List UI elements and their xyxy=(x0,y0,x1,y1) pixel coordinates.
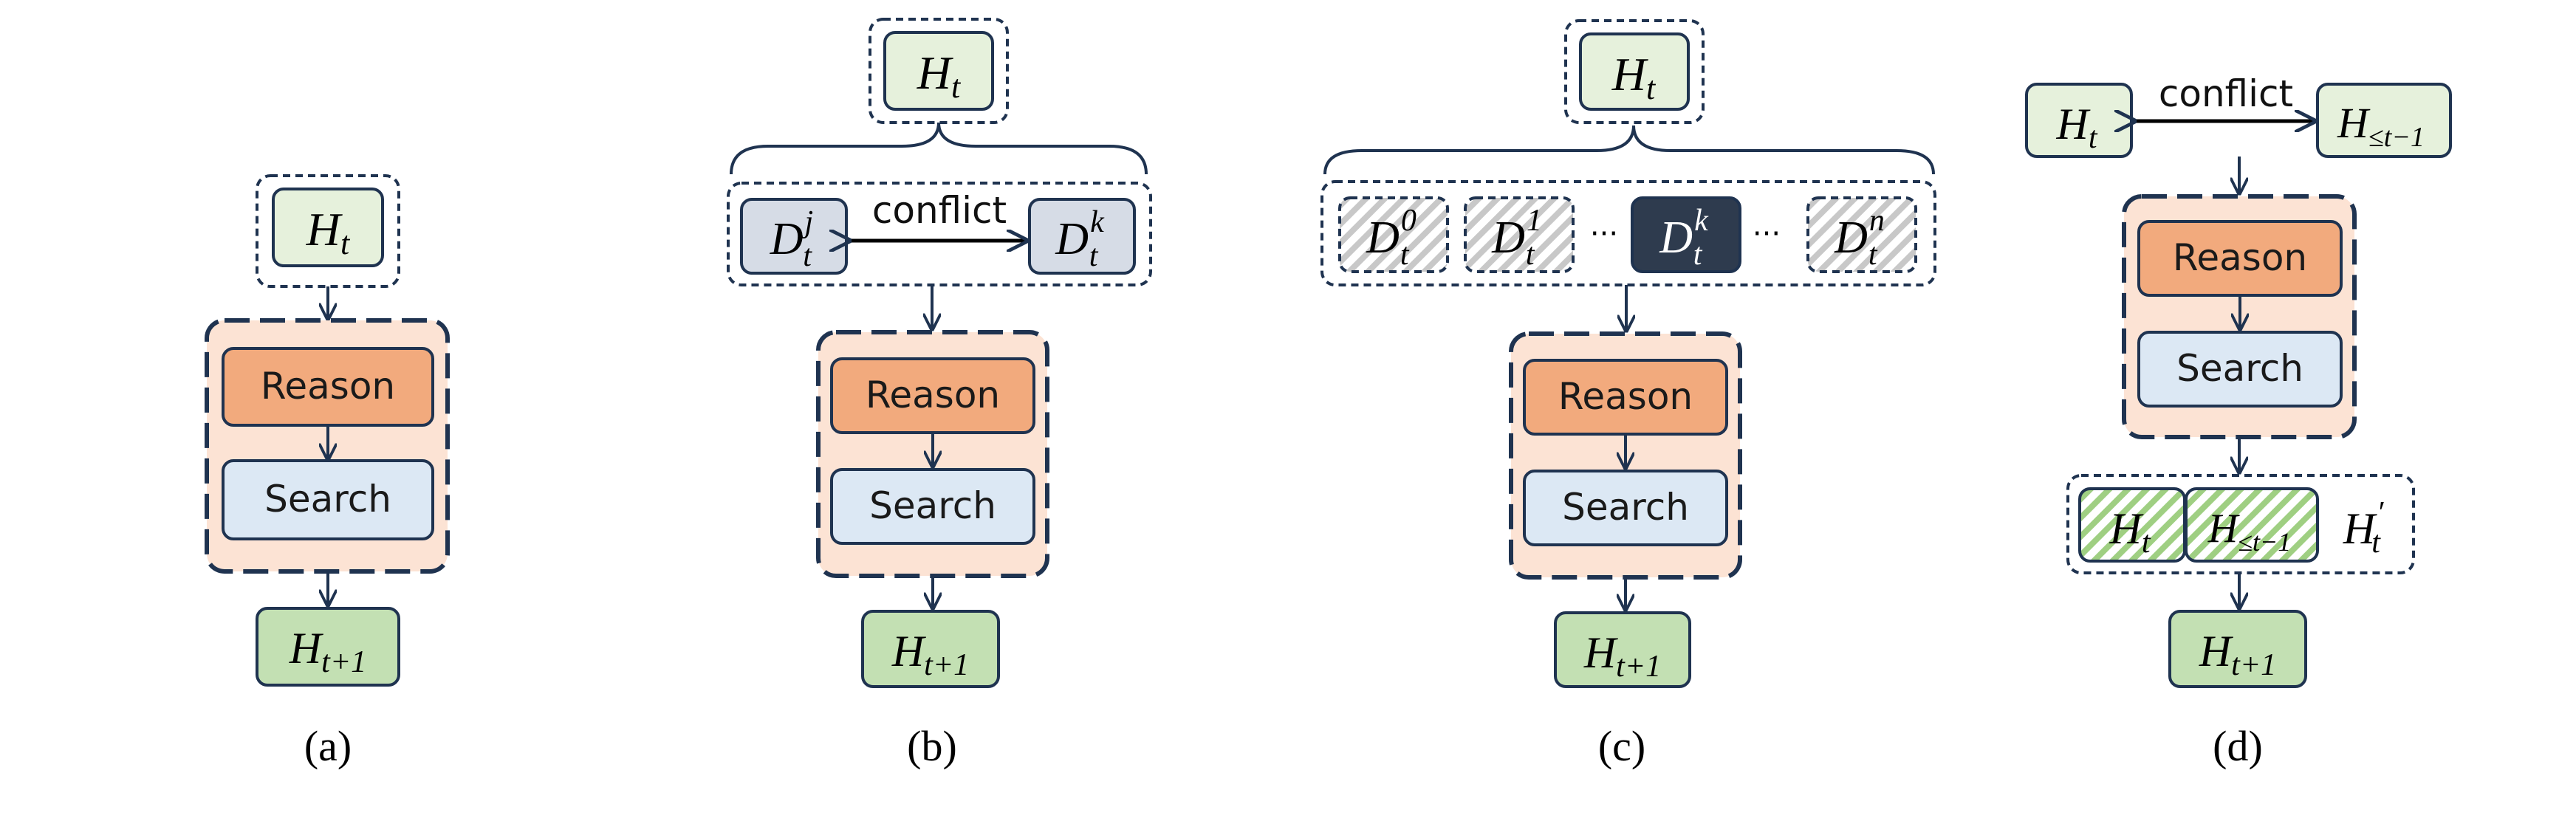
next-state-label: Ht+1 xyxy=(289,624,366,679)
panel-c-caption: (c) xyxy=(1598,722,1645,770)
ellipsis: ··· xyxy=(1753,217,1781,251)
document-0-box xyxy=(1338,196,1449,273)
panel-d: Ht H≤t−1 conflict Reason Search Ht H≤t−1… xyxy=(2025,72,2452,770)
search-label: Search xyxy=(264,478,391,520)
merged-previous-box xyxy=(2185,487,2319,563)
reason-label: Reason xyxy=(261,365,395,408)
ellipsis: ··· xyxy=(1590,217,1618,251)
panel-d-caption: (d) xyxy=(2213,722,2263,770)
document-1-box xyxy=(1464,196,1575,273)
panel-a-caption: (a) xyxy=(304,722,352,770)
reason-label: Reason xyxy=(2173,236,2307,279)
next-state-box xyxy=(861,610,1000,688)
previous-states-box xyxy=(2316,83,2452,158)
updated-state-label: H′t xyxy=(2343,496,2384,560)
hidden-state-label: Ht xyxy=(917,47,962,105)
hidden-state-box xyxy=(883,31,994,111)
hidden-state-group xyxy=(869,18,1009,124)
hidden-state-label: Ht xyxy=(306,203,351,261)
next-state-box xyxy=(1554,611,1691,688)
search-label: Search xyxy=(869,484,996,527)
panel-b-caption: (b) xyxy=(907,722,957,770)
next-state-box xyxy=(256,607,400,687)
search-box xyxy=(222,459,434,540)
hidden-state-box xyxy=(272,188,384,267)
hidden-state-box xyxy=(1579,32,1690,111)
document-group xyxy=(1320,180,1936,286)
document-n-box xyxy=(1806,196,1917,273)
conflict-label: conflict xyxy=(872,189,1007,232)
document-k-box-selected xyxy=(1631,196,1741,273)
panel-a: Ht Reason Search Ht+1 (a) xyxy=(205,174,450,770)
hidden-state-label: Ht xyxy=(1611,48,1657,106)
hidden-state-group xyxy=(1564,19,1705,124)
search-label: Search xyxy=(1562,486,1689,529)
next-state-label: Ht+1 xyxy=(1583,628,1661,684)
conflict-label: conflict xyxy=(2159,72,2293,115)
merged-previous-label: H≤t−1 xyxy=(2207,506,2292,557)
document-group xyxy=(727,182,1152,286)
next-state-label: Ht+1 xyxy=(2199,627,2276,682)
document-k-box xyxy=(1028,198,1136,275)
next-state-label: Ht+1 xyxy=(891,627,969,682)
hidden-state-label: Ht xyxy=(2055,100,2097,155)
previous-states-label: H≤t−1 xyxy=(2337,99,2425,153)
search-box xyxy=(830,468,1035,545)
next-state-box xyxy=(2168,610,2307,688)
hidden-state-group xyxy=(256,174,400,288)
curly-brace xyxy=(1323,125,1935,175)
reason-label: Reason xyxy=(1558,375,1693,418)
search-box xyxy=(2137,331,2343,408)
curly-brace xyxy=(730,122,1148,175)
reason-label: Reason xyxy=(866,374,1000,416)
merged-current-label: Ht xyxy=(2109,504,2151,560)
search-box xyxy=(1523,470,1728,546)
search-label: Search xyxy=(2176,347,2303,390)
